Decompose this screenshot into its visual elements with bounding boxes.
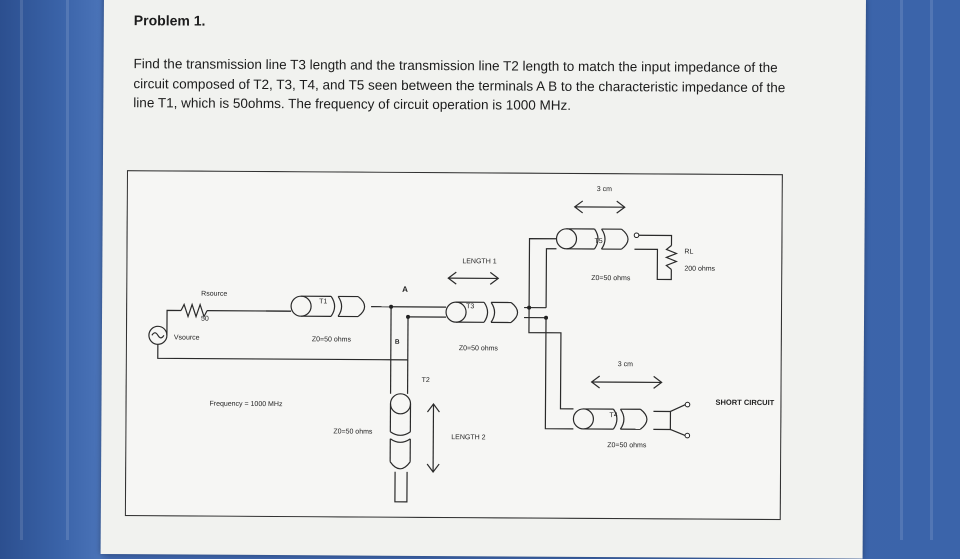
diagram-frame — [125, 171, 782, 520]
paper-sheet: Problem 1. Find the transmission line T3… — [101, 0, 866, 559]
node-a-label: A — [402, 285, 408, 294]
vsource-label: Vsource — [174, 334, 200, 341]
node-b-label: B — [395, 339, 400, 346]
length2-label: LENGTH 2 — [451, 434, 485, 441]
t4-length-label: 3 cm — [618, 361, 633, 368]
problem-title: Problem 1. — [134, 12, 206, 28]
t4-label: T4 — [609, 412, 617, 419]
t5-label: T5 — [594, 238, 602, 245]
t1-label: T1 — [319, 298, 327, 305]
t4-z0: Z0=50 ohms — [607, 442, 647, 449]
rl-value: 200 ohms — [684, 266, 715, 273]
node-a-dot — [389, 305, 393, 309]
rl-label: RL — [684, 249, 693, 256]
t5-length-label: 3 cm — [597, 186, 612, 193]
t3-z0: Z0=50 ohms — [459, 345, 499, 352]
t5-z0: Z0=50 ohms — [591, 275, 631, 282]
node-b-dot — [406, 315, 410, 319]
length1-label: LENGTH 1 — [462, 258, 496, 265]
rsource-value: 50 — [201, 316, 209, 323]
t2-z0: Z0=50 ohms — [333, 428, 373, 435]
t3-label: T3 — [466, 303, 474, 310]
rsource-label: Rsource — [201, 291, 227, 298]
frequency-label: Frequency = 1000 MHz — [209, 401, 282, 408]
t1-z0: Z0=50 ohms — [312, 336, 352, 343]
short-circuit-label: SHORT CIRCUIT — [715, 398, 774, 407]
problem-statement: Find the transmission line T3 length and… — [133, 54, 793, 117]
circuit-diagram: Rsource 50 Vsource Frequency = 1000 MHz … — [125, 170, 783, 520]
node-a-line — [391, 307, 392, 394]
t2-label: T2 — [422, 377, 430, 384]
